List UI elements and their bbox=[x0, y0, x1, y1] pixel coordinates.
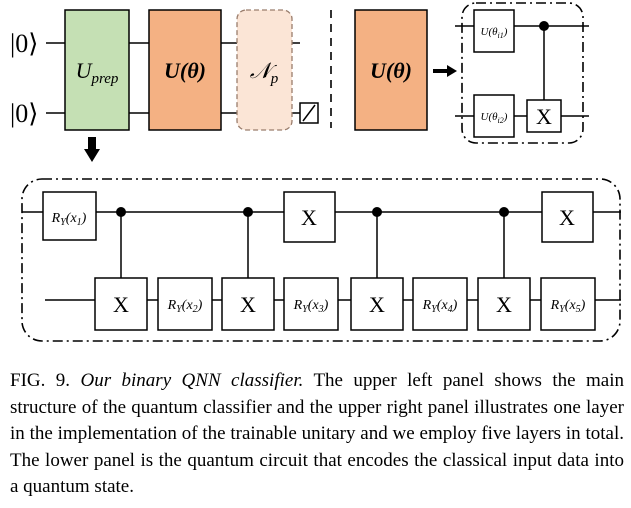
control-dot bbox=[243, 207, 253, 217]
layer-utheta-label: U(θ) bbox=[370, 58, 412, 83]
ry-x1-gate bbox=[42, 191, 97, 241]
control-dot bbox=[116, 207, 126, 217]
noise-channel bbox=[236, 9, 293, 131]
uprep-label: Uprep bbox=[76, 58, 119, 87]
x-gate-label: X bbox=[113, 292, 129, 317]
control-dot bbox=[372, 207, 382, 217]
encoding-circuit: RY(x1) X X X X X X RY(x2) RY(x3) RY(x4) … bbox=[21, 178, 621, 342]
cnot-target-2 bbox=[221, 277, 275, 331]
x-gate-label: X bbox=[369, 292, 385, 317]
ry-x3-label: RY(x3) bbox=[293, 298, 329, 315]
x-gate-label: X bbox=[559, 205, 575, 230]
cnot-target-3 bbox=[350, 277, 404, 331]
figure-caption: FIG. 9. Our binary QNN classifier. The u… bbox=[10, 368, 624, 501]
control-dot bbox=[539, 21, 549, 31]
x-gate-top-1 bbox=[283, 191, 336, 243]
ry-x2-gate bbox=[157, 277, 213, 331]
ry-x2-label: RY(x2) bbox=[167, 298, 203, 315]
main-circuit: |0⟩ |0⟩ Uprep U(θ) 𝒩p bbox=[10, 9, 332, 162]
x-gate-label: X bbox=[301, 205, 317, 230]
ry-x5-label: RY(x5) bbox=[550, 298, 586, 315]
layer-container bbox=[461, 2, 584, 144]
x-gate-top-2 bbox=[541, 191, 594, 243]
figure-title: Our binary QNN classifier. bbox=[80, 370, 304, 391]
ry-x1-label: RY(x1) bbox=[51, 211, 87, 228]
figure-label: FIG. 9. bbox=[10, 370, 71, 391]
utheta-gate bbox=[148, 9, 222, 131]
encoding-container bbox=[21, 178, 621, 342]
u-theta-i1-gate bbox=[473, 9, 515, 53]
u-theta-i1-label: U(θi1) bbox=[481, 26, 508, 40]
u-theta-i2-label: U(θi2) bbox=[481, 111, 508, 125]
ry-x3-gate bbox=[283, 277, 339, 331]
layer-panel: U(θ) U(θi1) U(θi2) X bbox=[354, 2, 589, 144]
ry-x4-gate bbox=[412, 277, 468, 331]
layer-utheta-gate bbox=[354, 9, 428, 131]
control-dot bbox=[499, 207, 509, 217]
u-theta-i2-gate bbox=[473, 94, 515, 138]
cnot-target-1 bbox=[94, 277, 148, 331]
utheta-label: U(θ) bbox=[164, 58, 206, 83]
x-gate-label: X bbox=[240, 292, 256, 317]
x-gate-label: X bbox=[496, 292, 512, 317]
qubit-label-bottom: |0⟩ bbox=[10, 99, 38, 128]
ry-x5-gate bbox=[540, 277, 596, 331]
ry-x4-label: RY(x4) bbox=[422, 298, 458, 315]
qubit-label-top: |0⟩ bbox=[10, 29, 38, 58]
figure-body: The upper left panel shows the main stru… bbox=[10, 370, 624, 497]
down-arrow-icon bbox=[88, 137, 96, 150]
uprep-gate bbox=[64, 9, 130, 131]
layer-x-gate bbox=[526, 99, 562, 133]
layer-x-label: X bbox=[536, 104, 552, 129]
cnot-target-4 bbox=[477, 277, 531, 331]
